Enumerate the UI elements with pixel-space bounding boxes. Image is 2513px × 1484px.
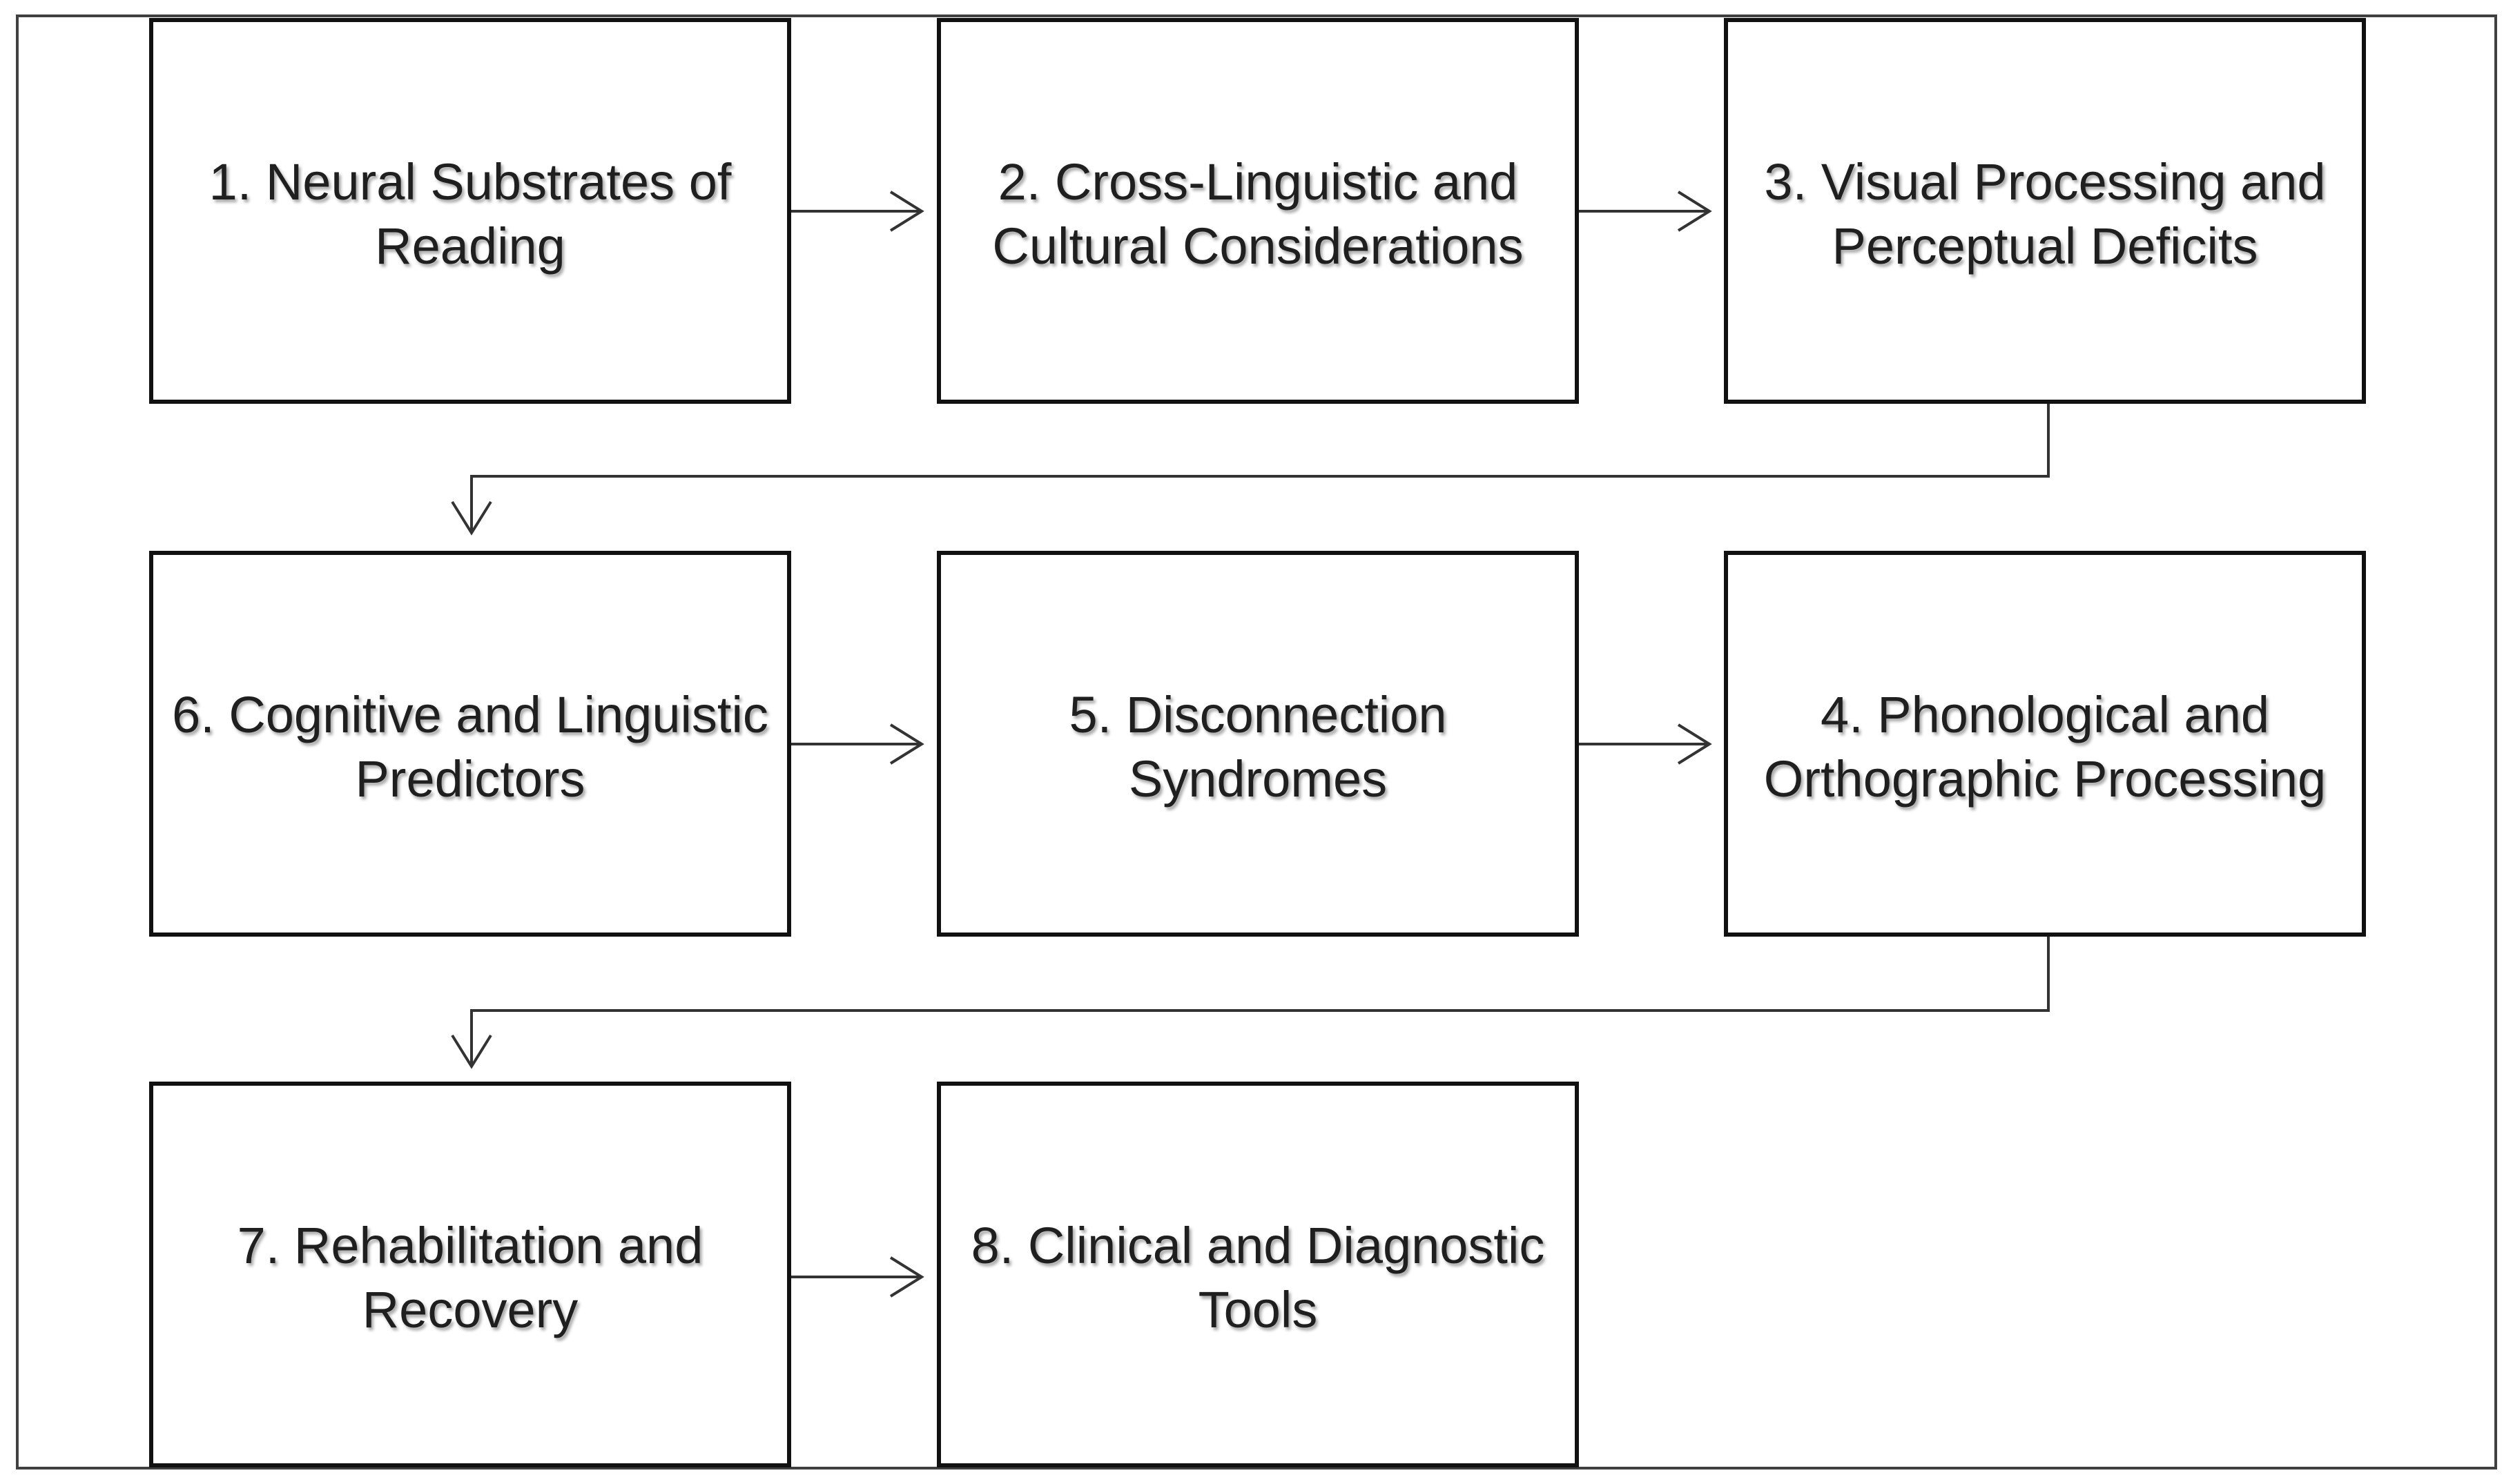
box-label: 7. Rehabilitation and Recovery xyxy=(237,1217,704,1338)
arrow-1-to-2 xyxy=(791,191,924,232)
box-label: 4. Phonological and Orthographic Process… xyxy=(1763,686,2327,808)
box-step-8: 8. Clinical and Diagnostic Tools xyxy=(937,1082,1579,1467)
box-label: 6. Cognitive and Linguistic Predictors xyxy=(172,686,768,808)
arrow-3-to-6 xyxy=(451,404,2050,536)
box-step-1: 1. Neural Substrates of Reading xyxy=(149,18,791,404)
box-label: 8. Clinical and Diagnostic Tools xyxy=(971,1217,1545,1338)
box-step-2: 2. Cross-Linguistic and Cultural Conside… xyxy=(937,18,1579,404)
box-step-4: 4. Phonological and Orthographic Process… xyxy=(1724,551,2366,937)
arrow-2-to-3 xyxy=(1579,191,1712,232)
arrow-6-to-5 xyxy=(791,723,924,765)
box-step-5: 5. Disconnection Syndromes xyxy=(937,551,1579,937)
diagram-frame xyxy=(16,14,2497,1470)
box-label: 2. Cross-Linguistic and Cultural Conside… xyxy=(992,153,1524,275)
arrow-4-to-7 xyxy=(451,937,2050,1069)
box-label: 1. Neural Substrates of Reading xyxy=(208,153,732,275)
box-step-7: 7. Rehabilitation and Recovery xyxy=(149,1082,791,1467)
box-label: 3. Visual Processing and Perceptual Defi… xyxy=(1764,153,2326,275)
arrow-5-to-4 xyxy=(1579,723,1712,765)
arrow-7-to-8 xyxy=(791,1256,924,1298)
box-label: 5. Disconnection Syndromes xyxy=(1069,686,1447,808)
box-step-3: 3. Visual Processing and Perceptual Defi… xyxy=(1724,18,2366,404)
box-step-6: 6. Cognitive and Linguistic Predictors xyxy=(149,551,791,937)
